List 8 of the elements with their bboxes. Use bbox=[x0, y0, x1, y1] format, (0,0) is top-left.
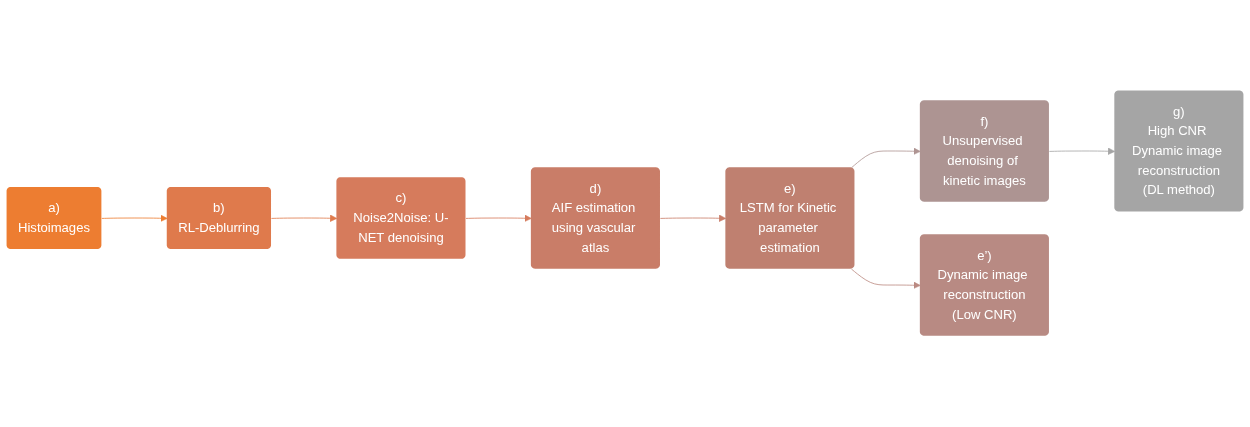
node-box: b) RL-Deblurring bbox=[166, 187, 271, 250]
node-box: c) Noise2Noise: U-NET denoising bbox=[336, 177, 466, 260]
node-box: d) AIF estimation using vascular atlas bbox=[530, 167, 660, 270]
node-box: e) LSTM for Kinetic parameter estimation bbox=[725, 167, 855, 270]
node-box: e’) Dynamic image reconstruction (Low CNR) bbox=[919, 234, 1049, 337]
node-box: f) Unsupervised denoising of kinetic images bbox=[919, 100, 1049, 203]
node-box: a) Histoimages bbox=[6, 187, 102, 250]
node-box: g) High CNR Dynamic image reconstruction (DL method) bbox=[1114, 90, 1244, 212]
